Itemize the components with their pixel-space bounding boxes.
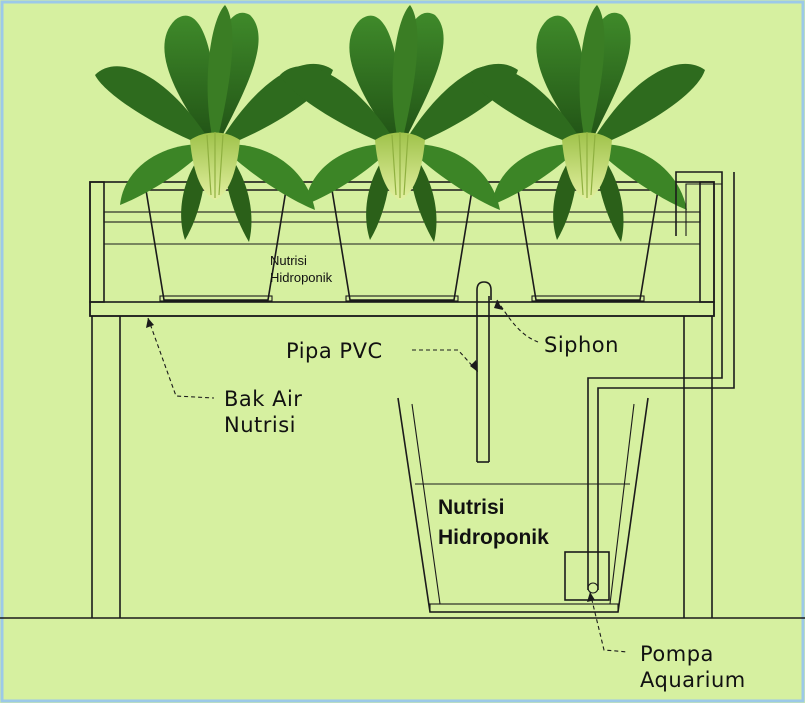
label-pompa-2: Aquarium (640, 668, 746, 692)
label-pompa-1: Pompa (640, 642, 714, 666)
siphon-pipe (476, 281, 492, 463)
label-siphon: Siphon (544, 333, 619, 357)
arrow-head-bak (146, 318, 154, 328)
pakcoy-plant-2 (279, 4, 519, 243)
nutrient-bucket (397, 397, 649, 613)
arrow-head-pompa (587, 592, 595, 602)
label-nutrisi-bucket-2: Hidroponik (438, 526, 549, 549)
label-nutrisi-top-2: Hidroponik (270, 270, 333, 285)
pakcoy-plant-1 (94, 4, 334, 243)
pakcoy-plant-3 (466, 4, 706, 243)
label-nutrisi-bucket-1: Nutrisi (438, 496, 505, 519)
arrow-head-siphon (494, 300, 503, 310)
label-bak-air-1: Bak Air (224, 387, 302, 411)
label-nutrisi-top-1: Nutrisi (270, 253, 307, 268)
table-legs (91, 316, 713, 618)
label-bak-air-2: Nutrisi (224, 413, 296, 437)
nutrient-tray (89, 181, 715, 317)
aquarium-pump (564, 171, 735, 601)
label-pipa-pvc: Pipa PVC (286, 339, 383, 363)
net-pots (140, 189, 664, 302)
arrow-head-pvc (470, 360, 478, 372)
